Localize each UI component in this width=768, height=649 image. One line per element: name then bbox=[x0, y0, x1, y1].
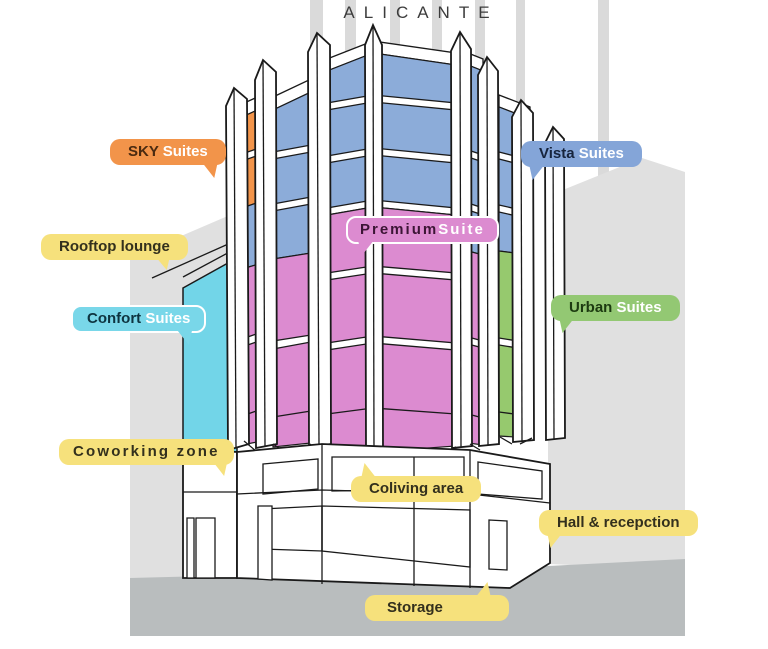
label-coworking-zone: Coworking zone bbox=[59, 439, 234, 476]
label-premium-suite-secondary: Suite bbox=[438, 221, 485, 238]
label-vista-suites: Vista Suites bbox=[521, 141, 642, 180]
background-silhouette-right bbox=[548, 158, 685, 570]
label-coliving-area: Coliving area bbox=[351, 463, 482, 502]
label-urban-suites: Urban Suites bbox=[551, 295, 680, 333]
zone-premium-facade bbox=[326, 206, 457, 453]
label-storage: Storage bbox=[365, 582, 509, 621]
label-confort-suites: Confort Suites bbox=[71, 305, 207, 345]
podium bbox=[236, 443, 551, 589]
label-urban-suites-secondary: Suites bbox=[616, 299, 662, 316]
label-premium-suite: PremiumSuite bbox=[346, 216, 499, 256]
label-sky-suites-secondary: Suites bbox=[162, 143, 208, 160]
label-premium-suite-primary: Premium bbox=[360, 221, 439, 238]
left-annex bbox=[182, 448, 238, 579]
label-rooftop-lounge: Rooftop lounge bbox=[41, 234, 188, 270]
label-vista-suites-primary: Vista bbox=[539, 145, 575, 162]
label-sky-suites: SKY Suites bbox=[110, 139, 226, 178]
building-title: ALICANTE bbox=[343, 3, 499, 22]
label-rooftop-lounge-text: Rooftop lounge bbox=[59, 238, 170, 255]
label-urban-suites-primary: Urban bbox=[569, 299, 613, 316]
label-sky-suites-primary: SKY bbox=[128, 143, 159, 160]
label-coliving-area-text: Coliving area bbox=[369, 480, 464, 497]
label-hall-reception: Hall & recepction bbox=[539, 510, 698, 548]
label-hall-reception-text: Hall & recepction bbox=[557, 514, 680, 531]
label-confort-suites-secondary: Suites bbox=[145, 310, 191, 327]
label-confort-suites-primary: Confort bbox=[87, 310, 142, 327]
label-coworking-zone-text: Coworking zone bbox=[73, 443, 220, 460]
label-vista-suites-secondary: Suites bbox=[578, 145, 624, 162]
label-storage-text: Storage bbox=[387, 599, 443, 616]
zone-vista-facade bbox=[326, 40, 457, 218]
